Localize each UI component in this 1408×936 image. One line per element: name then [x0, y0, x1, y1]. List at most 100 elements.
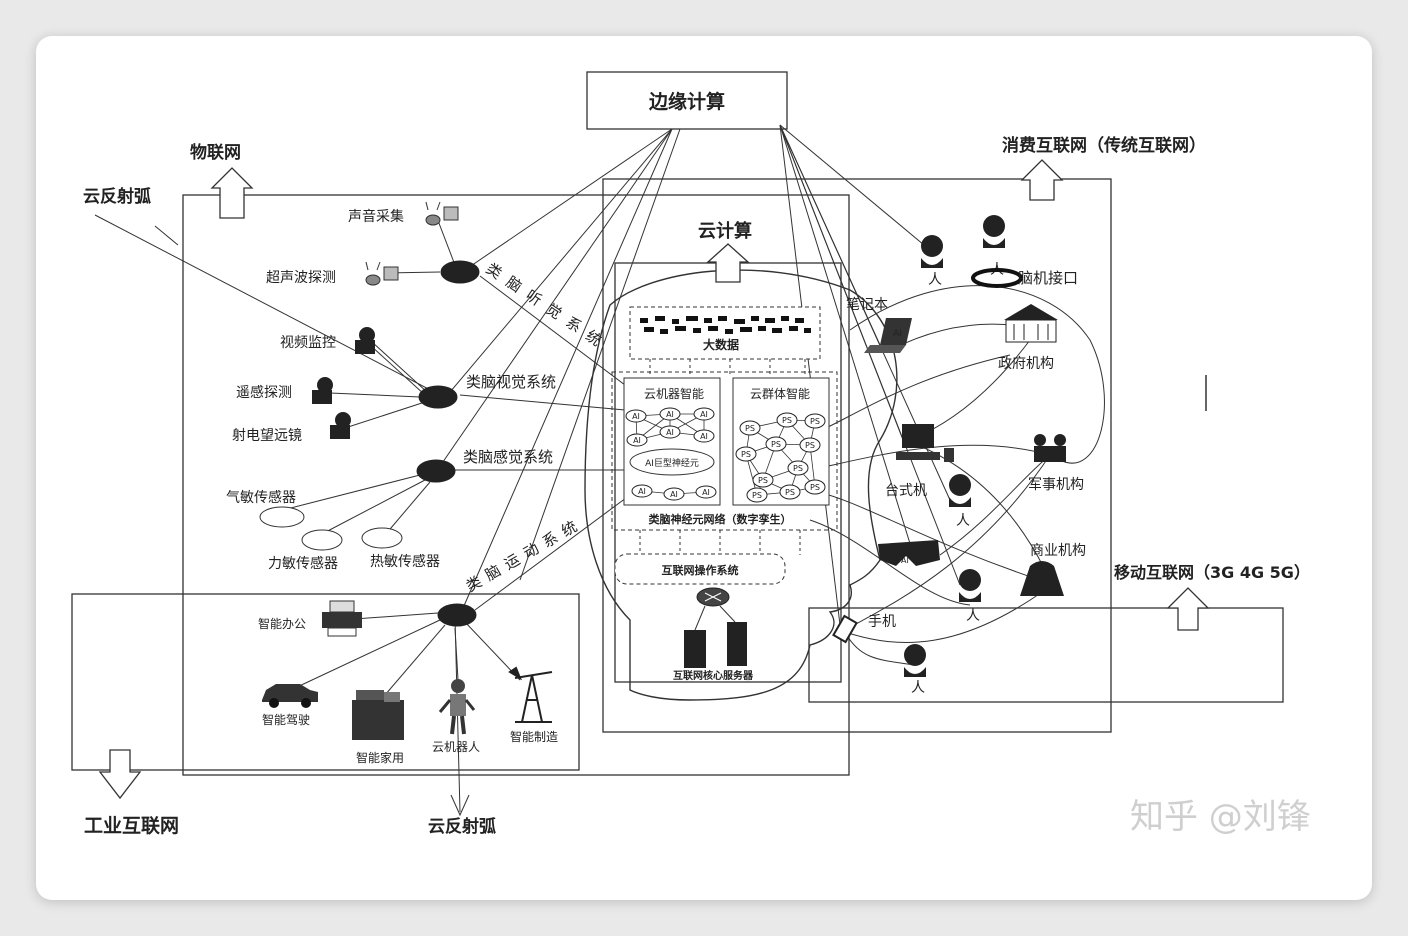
person-icon: [949, 474, 971, 507]
svg-text:AI: AI: [909, 433, 919, 444]
mobile-arrow-icon: [1166, 587, 1210, 631]
watermark: 知乎 @刘锋: [1130, 797, 1311, 837]
ai-hub-node-label: AI: [455, 266, 466, 279]
consumer-internet-label: 消费互联网（传统互联网）: [1002, 135, 1206, 156]
money-bag-icon: ¥: [1020, 561, 1064, 596]
remote-sensing-label: 遥感探测: [236, 384, 292, 401]
smart-home-label: 智能家用: [356, 750, 404, 765]
edge-computing-label: 边缘计算: [648, 90, 725, 113]
ps-mini-node-label: PS: [758, 476, 768, 485]
ps-mini-node: PS: [776, 412, 798, 428]
industrial-region: [71, 593, 580, 771]
force-sensor-label: 力敏传感器: [268, 555, 338, 572]
thermal-sensor-icon: [361, 527, 403, 549]
military-group-icon: [1034, 434, 1066, 462]
ai-mini-node: AI: [659, 425, 681, 439]
ps-mini-node: PS: [804, 413, 826, 429]
remote-sensing-camera-icon: [312, 377, 333, 404]
mic-icon: [425, 201, 459, 226]
ai-hub-node: AI: [418, 385, 458, 409]
video-camera-icon: [355, 327, 375, 354]
cloud-computing-label: 云计算: [698, 220, 752, 242]
person-icon: [904, 644, 926, 677]
person-label-1: 人: [928, 272, 942, 288]
ps-mini-node: PS: [779, 484, 801, 500]
person-icon: [921, 235, 943, 268]
iot-arrow-icon: [210, 167, 254, 219]
brain-network-label: 类脑神经元网络（数字孪生）: [649, 512, 792, 526]
commercial-label: 商业机构: [1030, 543, 1086, 559]
internet-os-label: 互联网操作系统: [662, 563, 739, 577]
consumer-arrow-icon: [1020, 159, 1064, 201]
ai-mini-node: AI: [631, 484, 653, 498]
ps-mini-node-label: PS: [741, 450, 751, 459]
ai-mini-node: AI: [625, 409, 647, 423]
oil-pump-icon: [508, 666, 553, 723]
home-appliance-icon: [352, 690, 404, 740]
iot-region: [182, 194, 850, 776]
ai-hub-node: AI: [416, 459, 456, 483]
person-icon: [959, 569, 981, 602]
force-sensor-icon: [301, 529, 343, 551]
ps-mini-node: PS: [799, 437, 821, 453]
ultrasonic-icon: [365, 261, 399, 286]
ps-mini-node-label: PS: [782, 416, 792, 425]
printer-icon: [322, 600, 362, 637]
giant-neuron-label: AI巨型神经元: [645, 457, 699, 469]
government-label: 政府机构: [998, 356, 1054, 372]
svg-text:AI: AI: [893, 329, 902, 339]
core-servers-icon: [684, 587, 747, 668]
ai-mini-node: AI: [693, 429, 715, 443]
phone-label: 手机: [868, 614, 896, 630]
mobile-phone-icon: [832, 614, 858, 644]
cloud-arrow-icon: [706, 243, 750, 283]
industrial-arrow-icon: [98, 749, 142, 800]
government-building-icon: [1004, 304, 1058, 343]
industrial-internet-label: 工业互联网: [84, 815, 179, 837]
ps-mini-node: PS: [746, 487, 768, 503]
ai-mini-node-label: AI: [638, 487, 646, 496]
car-icon: [262, 684, 318, 708]
telescope-camera-icon: [330, 412, 351, 439]
smart-driving-label: 智能驾驶: [262, 712, 310, 727]
ps-mini-node: PS: [752, 472, 774, 488]
ai-hub-node-label: AI: [433, 391, 444, 404]
ps-mini-node-label: PS: [805, 441, 815, 450]
auditory-system-label: 类脑听觉系统: [483, 259, 612, 354]
person-icon: [983, 215, 1005, 248]
giant-neuron: [629, 448, 715, 476]
ai-mini-node: AI: [659, 407, 681, 421]
edge-computing-box: [586, 71, 788, 130]
ai-mini-node: AI: [626, 433, 648, 447]
robot-intelligence-label: 云机器智能: [644, 386, 704, 401]
video-monitor-label: 视频监控: [280, 335, 336, 351]
ps-mini-node-label: PS: [771, 440, 781, 449]
motor-system-label: 类脑运动系统: [463, 514, 586, 596]
gas-sensor-label: 气敏传感器: [226, 489, 296, 506]
ai-mini-node-label: AI: [700, 432, 708, 441]
brain-network-box: [611, 371, 838, 531]
robot-icon: [438, 679, 476, 735]
internet-os-box: [614, 553, 786, 585]
ps-mini-node-label: PS: [752, 491, 762, 500]
ai-mini-node-label: AI: [702, 488, 710, 497]
iot-label: 物联网: [190, 142, 241, 163]
ai-hub-node-label: AI: [431, 465, 442, 478]
core-servers-label: 互联网核心服务器: [673, 669, 754, 682]
ai-mini-node-label: AI: [633, 436, 641, 445]
ps-mini-node-label: PS: [810, 417, 820, 426]
ai-mini-node: AI: [693, 407, 715, 421]
cloud-reflex-arc-top-label: 云反射弧: [83, 186, 151, 207]
head-silhouette: [584, 269, 898, 701]
sensory-system-label: 类脑感觉系统: [463, 448, 553, 466]
military-label: 军事机构: [1028, 477, 1084, 493]
big-data-blocks: [640, 316, 811, 334]
ps-mini-node-label: PS: [810, 483, 820, 492]
ai-mini-node-label: AI: [666, 428, 674, 437]
ai-mini-node-label: AI: [700, 410, 708, 419]
mobile-internet-label: 移动互联网（3G 4G 5G）: [1114, 563, 1310, 582]
visual-system-label: 类脑视觉系统: [466, 373, 556, 391]
